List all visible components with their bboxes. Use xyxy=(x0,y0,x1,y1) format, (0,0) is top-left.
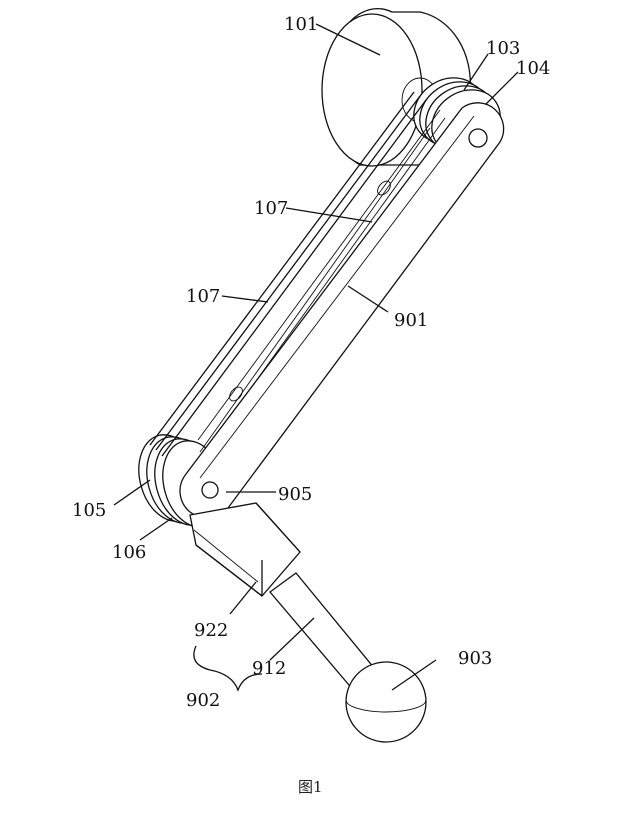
label-912: 912 xyxy=(252,658,286,679)
label-107-lower: 107 xyxy=(186,286,220,307)
label-905: 905 xyxy=(278,484,312,505)
figure-caption: 图1 xyxy=(298,778,323,796)
label-101: 101 xyxy=(284,14,318,35)
label-104: 104 xyxy=(516,58,550,79)
belt-107 xyxy=(149,91,446,457)
block-922 xyxy=(189,502,301,597)
label-106: 106 xyxy=(112,542,146,563)
label-103: 103 xyxy=(486,38,520,59)
leader-lines xyxy=(113,23,519,692)
link-arm-901 xyxy=(179,102,505,519)
label-107-upper: 107 xyxy=(254,198,288,219)
ball-903 xyxy=(345,661,427,743)
label-922: 922 xyxy=(194,620,228,641)
label-903: 903 xyxy=(458,648,492,669)
label-105: 105 xyxy=(72,500,106,521)
label-902: 902 xyxy=(186,690,220,711)
label-901: 901 xyxy=(394,310,428,331)
